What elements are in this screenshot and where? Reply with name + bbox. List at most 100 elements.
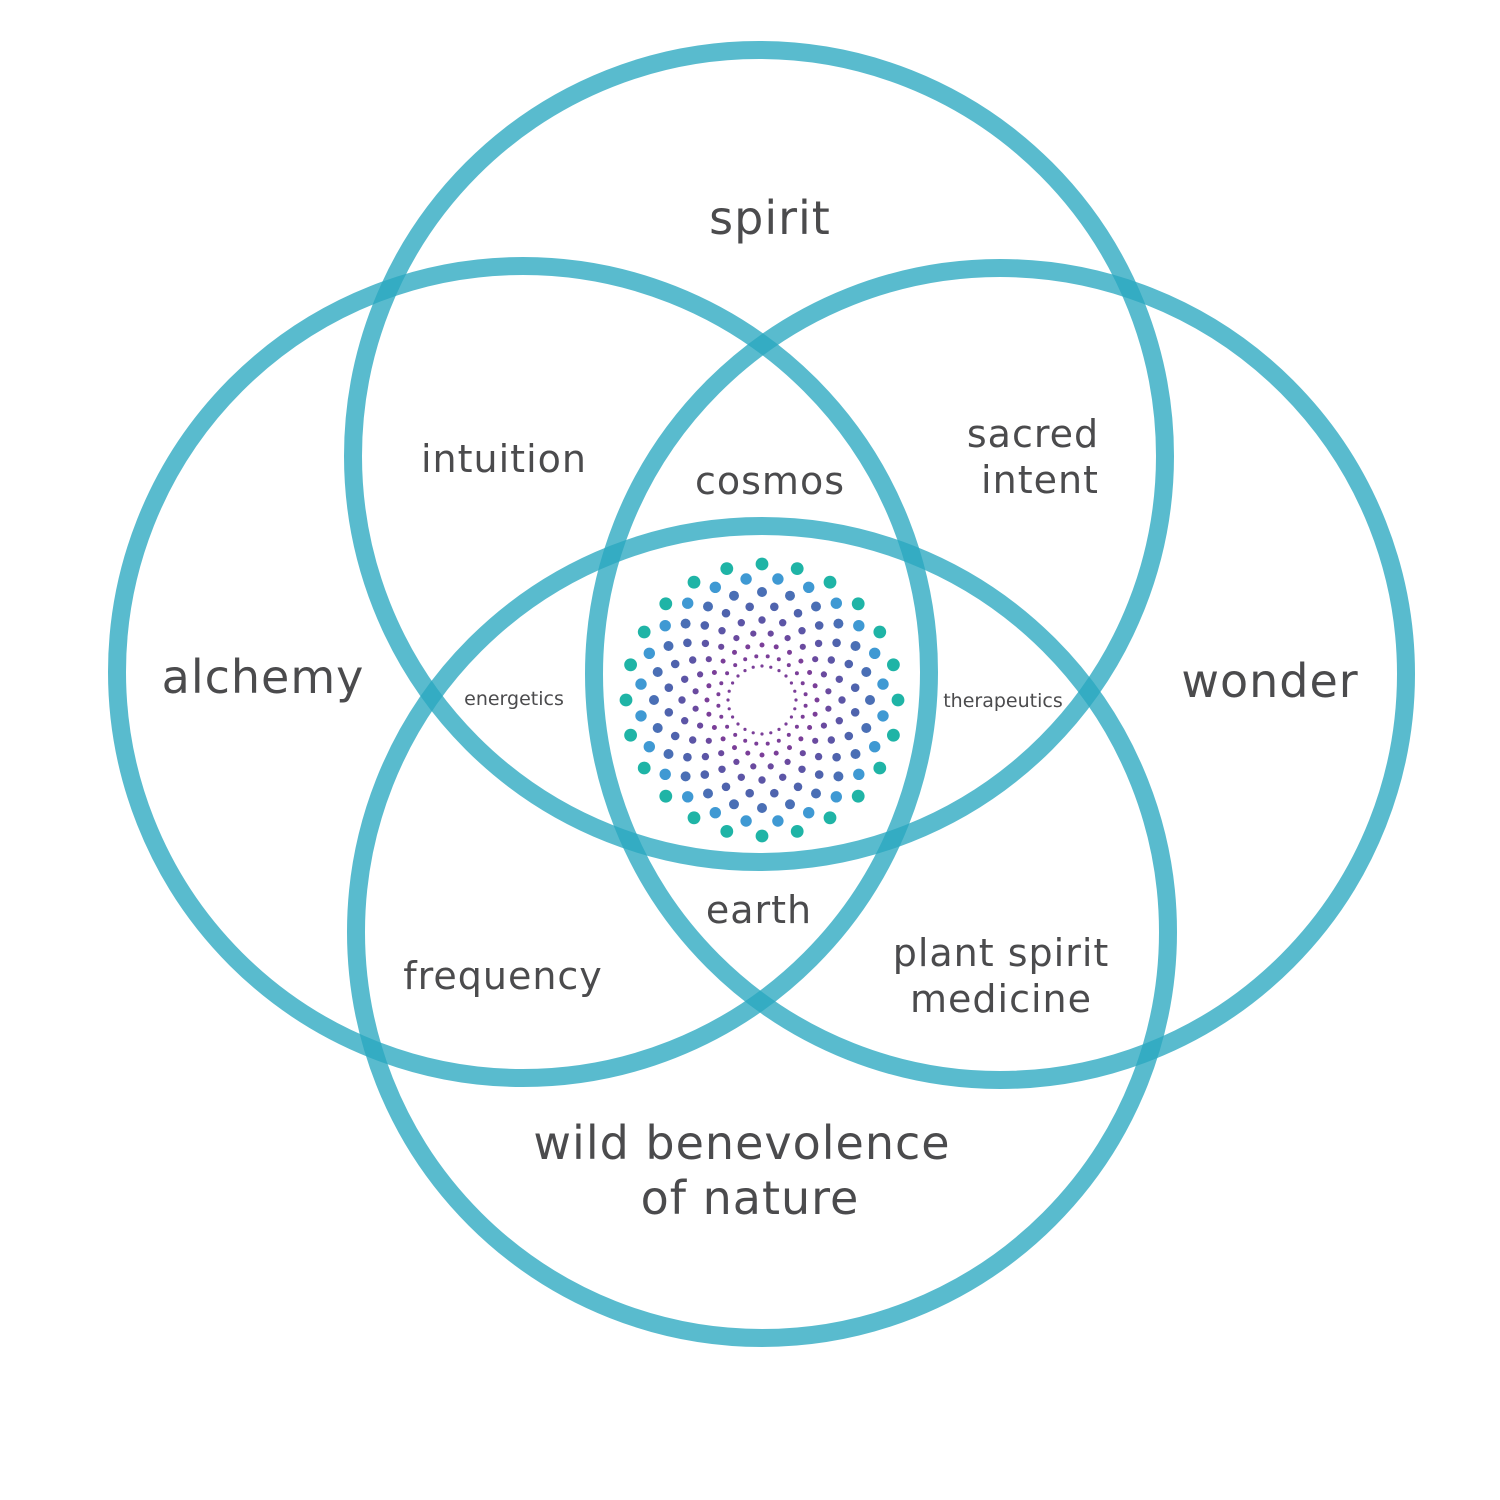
mandala-dot bbox=[751, 665, 755, 669]
mandala-dot bbox=[877, 678, 889, 690]
mandala-dot bbox=[760, 664, 764, 668]
mandala-dot bbox=[659, 768, 671, 780]
mandala-dot bbox=[807, 670, 813, 675]
mandala-dot bbox=[794, 698, 798, 702]
mandala-dot bbox=[659, 597, 673, 611]
mandala-dot bbox=[727, 707, 731, 711]
mandala-dot bbox=[754, 654, 759, 659]
mandala-dot bbox=[770, 602, 779, 612]
mandala-dot bbox=[814, 697, 820, 703]
mandala-dot bbox=[798, 627, 806, 635]
mandala-dot bbox=[719, 714, 724, 719]
mandala-dot bbox=[692, 705, 699, 712]
mandala-dot bbox=[773, 644, 779, 650]
mandala-dot bbox=[755, 829, 769, 843]
mandala-dot bbox=[670, 659, 680, 669]
label-plant-spirit-medicine-line2: medicine bbox=[910, 977, 1092, 1021]
mandala-dot bbox=[799, 643, 806, 650]
mandala-dot bbox=[803, 581, 815, 593]
mandala-dot bbox=[706, 683, 712, 689]
mandala-dot bbox=[659, 789, 673, 803]
mandala-dot bbox=[784, 635, 791, 642]
mandala-dot bbox=[700, 621, 710, 630]
mandala-dot bbox=[624, 658, 637, 672]
mandala-dot bbox=[844, 731, 854, 741]
mandala-dot bbox=[823, 811, 837, 825]
mandala-dot bbox=[786, 732, 791, 737]
mandala-dot bbox=[652, 667, 663, 677]
mandala-dot bbox=[733, 758, 740, 766]
mandala-dot bbox=[789, 715, 794, 719]
mandala-dot bbox=[700, 770, 710, 779]
mandala-dot bbox=[798, 736, 804, 742]
mandala-dot bbox=[853, 620, 865, 632]
circle-alchemy bbox=[108, 257, 938, 1087]
mandala-dot bbox=[682, 597, 694, 609]
mandala-dot bbox=[731, 681, 735, 685]
mandala-dot bbox=[769, 731, 773, 735]
mandala-dot bbox=[619, 693, 633, 707]
mandala-dot bbox=[773, 750, 779, 756]
mandala-dot bbox=[861, 667, 872, 677]
mandala-dot bbox=[887, 658, 900, 672]
mandala-dot bbox=[769, 665, 773, 669]
mandala-dot bbox=[720, 736, 726, 742]
mandala-dot bbox=[725, 671, 730, 676]
mandala-dot bbox=[800, 681, 805, 686]
mandala-dot bbox=[681, 717, 689, 725]
mandala-dot bbox=[678, 696, 686, 704]
mandala-dot bbox=[682, 791, 694, 803]
label-spirit: spirit bbox=[709, 191, 831, 245]
mandala-dot bbox=[643, 647, 655, 659]
mandala-dot bbox=[659, 620, 671, 632]
mandala-dot bbox=[765, 741, 770, 746]
mandala-dot bbox=[820, 671, 828, 678]
mandala-dot bbox=[861, 723, 872, 733]
mandala-dot bbox=[720, 825, 734, 838]
mandala-dot bbox=[887, 728, 900, 742]
mandala-dot bbox=[793, 689, 797, 693]
mandala-dot bbox=[833, 771, 844, 782]
mandala-dot bbox=[721, 608, 731, 618]
mandala-dot bbox=[787, 745, 792, 751]
mandala-dot bbox=[812, 737, 819, 744]
mandala-dot bbox=[706, 711, 712, 717]
mandala-dot bbox=[784, 758, 791, 766]
mandala-dot bbox=[757, 587, 767, 597]
mandala-dot bbox=[755, 557, 769, 571]
mandala-dot bbox=[798, 658, 804, 664]
mandala-dot bbox=[736, 674, 740, 678]
mandala-dot bbox=[759, 642, 765, 648]
mandala-dot bbox=[727, 689, 731, 693]
circle-spirit bbox=[344, 41, 1174, 871]
mandala-dot bbox=[680, 771, 691, 782]
mandala-dot bbox=[793, 782, 803, 792]
mandala-dot bbox=[844, 659, 854, 669]
label-sacred-intent-line1: sacred bbox=[967, 412, 1099, 456]
mandala-dot bbox=[803, 807, 815, 819]
mandala-dot bbox=[750, 630, 757, 637]
mandala-dot bbox=[850, 641, 861, 651]
mandala-dot bbox=[776, 657, 781, 662]
mandala-dot bbox=[785, 590, 795, 601]
mandala-dot bbox=[705, 737, 712, 744]
mandala-dot bbox=[760, 732, 764, 736]
mandala-dot bbox=[812, 711, 818, 717]
mandala-dot bbox=[814, 621, 824, 630]
mandala-dot bbox=[832, 752, 841, 762]
mandala-dot bbox=[790, 562, 804, 575]
mandala-dot bbox=[736, 722, 740, 726]
mandala-dot bbox=[745, 602, 754, 612]
mandala-dot bbox=[803, 692, 808, 697]
mandala-dot bbox=[683, 752, 692, 762]
label-wild-benevolence-line2: of nature bbox=[641, 1171, 860, 1225]
mandala-dot bbox=[709, 807, 721, 819]
mandala-dot bbox=[718, 765, 726, 773]
mandala-dot bbox=[743, 738, 748, 743]
mandala-dot bbox=[873, 625, 887, 639]
mandala-dot bbox=[637, 761, 651, 775]
mandala-dot bbox=[716, 692, 721, 697]
mandala-dot bbox=[750, 763, 757, 770]
mandala-dot bbox=[692, 688, 699, 695]
mandala-dot bbox=[703, 601, 713, 612]
